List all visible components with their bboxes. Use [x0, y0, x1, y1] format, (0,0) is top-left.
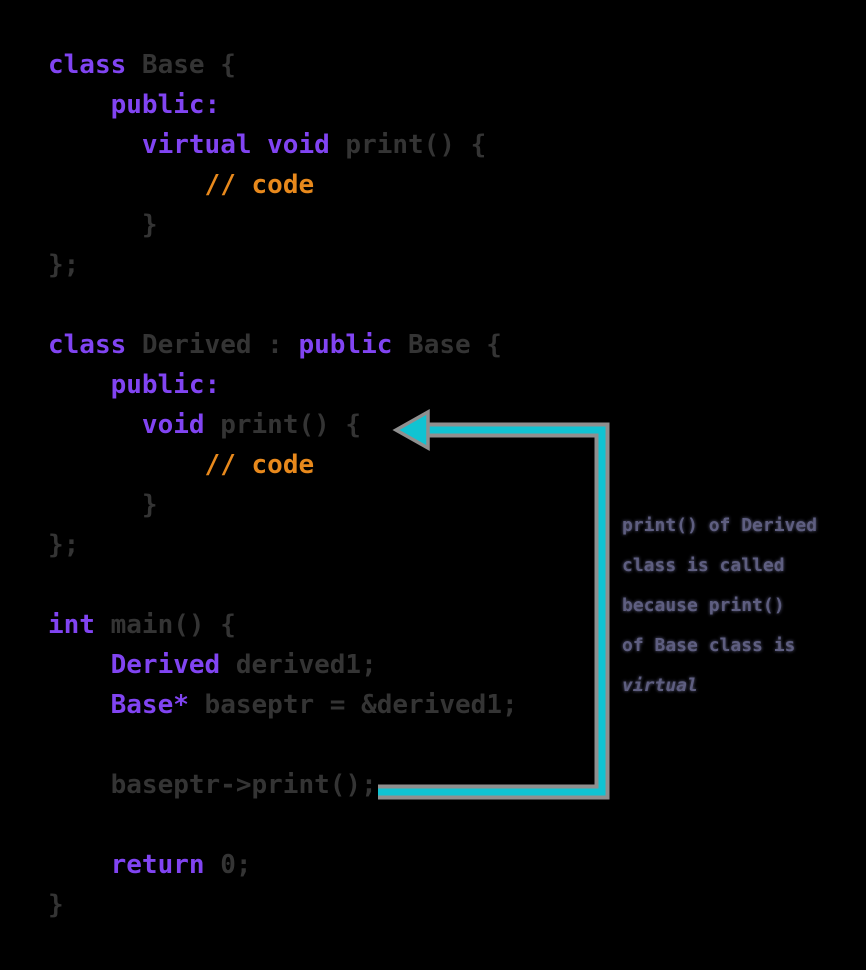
- code-token: baseptr = &derived1;: [188, 690, 518, 720]
- code-line: [48, 725, 518, 765]
- code-line: public:: [48, 365, 518, 405]
- code-token: }: [48, 210, 158, 240]
- code-line: };: [48, 525, 518, 565]
- code-line: class Base {: [48, 45, 518, 85]
- code-token: [48, 450, 205, 480]
- code-line: // code: [48, 165, 518, 205]
- annotation-line: class is called: [622, 555, 785, 576]
- code-token: print() {: [329, 130, 487, 160]
- annotation-line: of Base class is: [622, 635, 796, 656]
- code-token: virtual void: [141, 130, 330, 160]
- code-token: int: [48, 610, 95, 640]
- code-token: };: [48, 250, 80, 280]
- code-token: public: [298, 330, 393, 360]
- code-token: }: [48, 890, 64, 920]
- code-line: public:: [48, 85, 518, 125]
- code-line: }: [48, 885, 518, 925]
- code-token: [48, 650, 111, 680]
- code-token: Base*: [110, 690, 189, 720]
- code-token: Base {: [126, 50, 236, 80]
- code-token: derived1;: [220, 650, 377, 680]
- code-line: baseptr->print();: [48, 765, 518, 805]
- code-token: void: [141, 410, 205, 440]
- annotation-line: because print(): [622, 595, 785, 616]
- code-token: [48, 410, 142, 440]
- arrow-annotation: print() of Derived class is called because…: [622, 506, 817, 706]
- code-line: virtual void print() {: [48, 125, 518, 165]
- code-token: [48, 130, 142, 160]
- code-block: class Base { public: virtual void print(…: [48, 45, 518, 925]
- code-line: // code: [48, 445, 518, 485]
- code-token: public:: [110, 370, 221, 400]
- code-token: [48, 90, 111, 120]
- code-line: Base* baseptr = &derived1;: [48, 685, 518, 725]
- code-line: int main() {: [48, 605, 518, 645]
- code-token: [48, 850, 111, 880]
- code-token: public:: [110, 90, 221, 120]
- code-token: main() {: [94, 610, 236, 640]
- code-token: 0;: [204, 850, 252, 880]
- code-token: Derived: [110, 650, 221, 680]
- annotation-line: print() of Derived: [622, 515, 818, 536]
- code-line: }: [48, 485, 518, 525]
- code-token: [48, 170, 205, 200]
- code-token: class: [48, 330, 127, 360]
- code-line: void print() {: [48, 405, 518, 445]
- code-line: }: [48, 205, 518, 245]
- code-token: Base {: [392, 330, 502, 360]
- code-token: // code: [204, 170, 315, 200]
- code-token: [48, 370, 111, 400]
- code-token: return: [110, 850, 205, 880]
- code-token: print() {: [204, 410, 362, 440]
- code-token: [48, 690, 111, 720]
- code-line: class Derived : public Base {: [48, 325, 518, 365]
- code-line: Derived derived1;: [48, 645, 518, 685]
- code-line: };: [48, 245, 518, 285]
- code-line: [48, 565, 518, 605]
- code-line: [48, 805, 518, 845]
- code-line: [48, 285, 518, 325]
- code-token: class: [48, 50, 127, 80]
- code-token: }: [48, 490, 158, 520]
- code-token: };: [48, 530, 80, 560]
- code-token: // code: [204, 450, 315, 480]
- annotation-line: virtual: [622, 675, 698, 696]
- code-token: baseptr->print();: [48, 770, 377, 800]
- code-line: return 0;: [48, 845, 518, 885]
- code-token: Derived :: [126, 330, 299, 360]
